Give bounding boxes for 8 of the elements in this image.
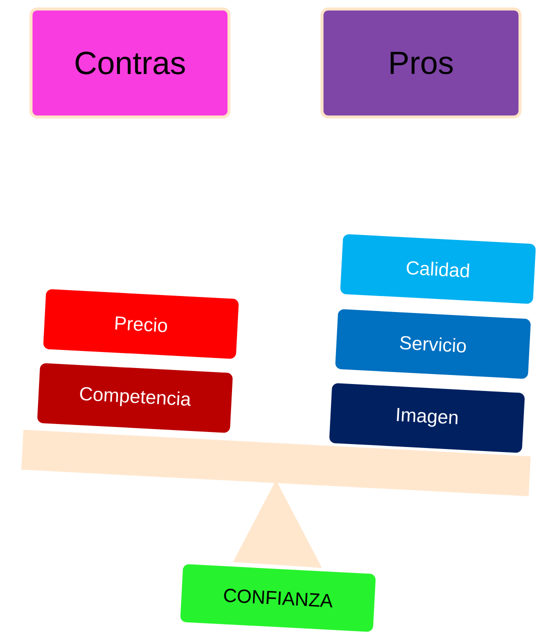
- header-box: Contras: [30, 8, 230, 118]
- weight-block: Calidad: [340, 234, 536, 304]
- base-label: CONFIANZA: [180, 564, 376, 632]
- weight-block: Servicio: [335, 309, 531, 379]
- header-box: Pros: [320, 8, 522, 118]
- weight-block: Imagen: [329, 383, 525, 453]
- weight-block: Competencia: [37, 363, 233, 433]
- weight-block: Precio: [43, 289, 239, 359]
